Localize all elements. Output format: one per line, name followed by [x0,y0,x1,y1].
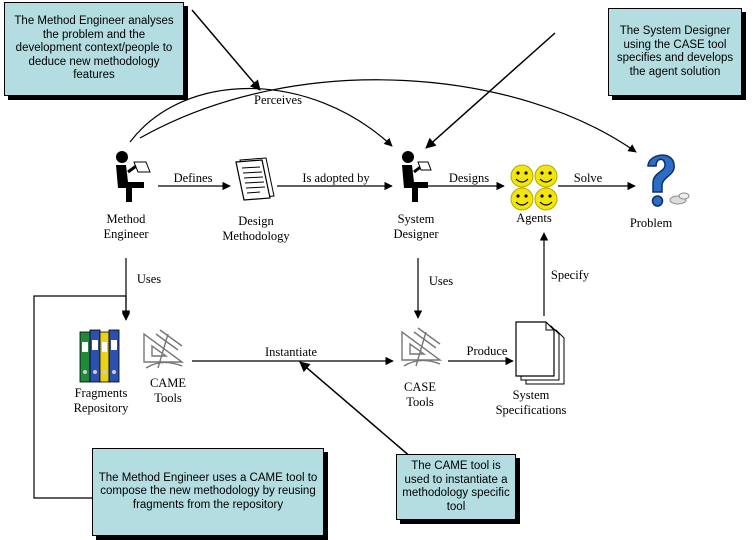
uses-right-edge-label: Uses [428,274,454,288]
problem-label: Problem [629,216,673,230]
system-designer-label-line1: System [397,212,435,226]
uses-left-edge-label: Uses [136,272,162,286]
defines-edge-label: Defines [173,171,213,185]
system-specifications-label: System Specifications [486,388,576,418]
document-icon [235,157,275,201]
designs-edge-label: Designs [448,171,490,185]
question-mark-icon [647,154,690,207]
fragments-repository-label-line1: Fragments [74,386,128,400]
fragments-repository-label-line2: Repository [73,401,129,415]
case-tools-label: CASE Tools [398,380,442,410]
fragments-repository-label: Fragments Repository [68,386,134,416]
smiley-face-icon [534,164,558,188]
callout-came-tool: The CAME tool is used to instantiate a m… [396,454,516,520]
callout-method-engineer-came: The Method Engineer uses a CAME tool to … [92,448,324,536]
person-at-desk-icon [116,151,151,202]
system-designer-label: System Designer [384,212,448,242]
came-tools-label-line1: CAME [149,376,187,390]
smiley-face-icon [510,164,534,188]
agents-icon [510,164,558,211]
specify-edge-label: Specify [550,268,590,282]
callout-method-engineer: The Method Engineer analyses the problem… [4,2,184,96]
person-at-desk-icon [402,151,432,202]
came-tools-label-line2: Tools [154,391,182,405]
callout-system-designer: The System Designer using the CASE tool … [608,8,742,96]
callout-pointer-came-tool [299,361,413,459]
perceives-curve-to-problem [139,79,637,153]
system-specifications-label-line2: Specifications [495,403,567,417]
smiley-face-icon [534,187,558,211]
design-methodology-label-line1: Design [238,214,274,228]
binders-icon [79,329,120,383]
method-engineer-label-line2: Engineer [103,227,149,241]
case-tools-label-line1: CASE [404,380,436,394]
pages-stack-icon [515,321,565,385]
smiley-face-icon [510,187,534,211]
instantiate-edge-label: Instantiate [264,345,318,359]
design-methodology-label-line2: Methodology [222,229,290,243]
solve-edge-label: Solve [573,171,603,185]
produce-edge-label: Produce [466,344,508,358]
case-tools-label-line2: Tools [406,395,434,409]
perceives-edge-label: Perceives [254,93,302,107]
system-designer-label-line2: Designer [393,227,439,241]
design-methodology-label: Design Methodology [216,214,296,244]
drafting-tools-icon [143,329,185,369]
drafting-tools-icon [401,327,443,367]
method-engineer-label: Method Engineer [94,212,158,242]
is-adopted-by-edge-label: Is adopted by [302,171,370,185]
callout-pointer-system-designer [425,32,556,149]
method-engineer-label-line1: Method [106,212,146,226]
came-tools-label: CAME Tools [146,376,190,406]
agents-label: Agents [516,211,552,225]
system-specifications-label-line1: System [512,388,550,402]
perceives-curve [129,87,393,147]
callout-pointer-method-engineer [191,9,261,91]
